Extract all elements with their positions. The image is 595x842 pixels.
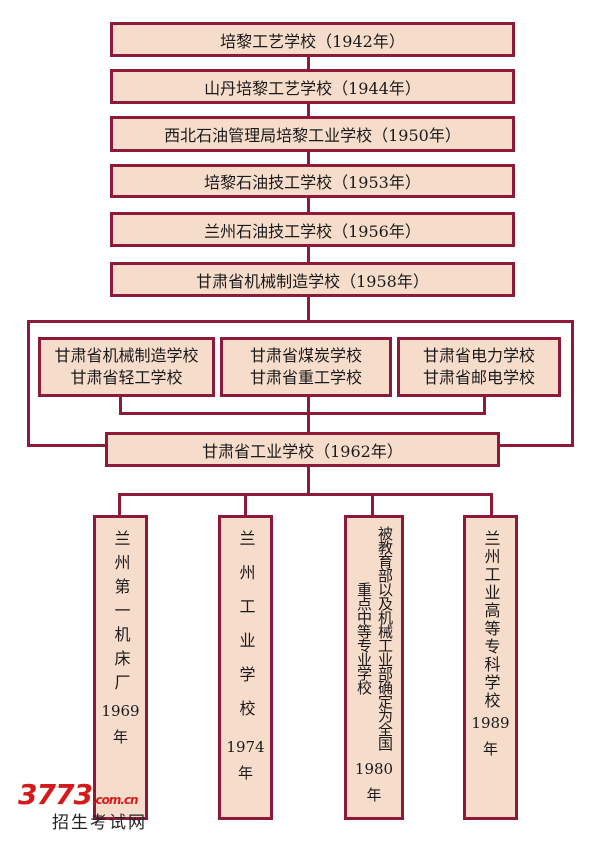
bracket-right [483,396,486,414]
branch-1969-year: 1969 [101,702,140,720]
watermark-subtitle: 招生考试网 [52,813,147,833]
connector [307,297,310,321]
bracket-bar [119,412,486,415]
branch-1969-unit: 年 [112,728,128,746]
watermark-logo: 3773.com.cn [18,778,139,811]
connector [307,152,310,164]
connector [307,57,310,69]
node-1956: 兰州石油技工学校（1956年） [110,212,515,247]
branch-1980-text: 被教育部以及机械工业部确定为全国重点中等专业学校 [355,526,394,750]
branch-1989-unit: 年 [482,740,498,758]
split-node-2-line-1: 甘肃省煤炭学校 [249,346,362,365]
node-1950: 西北石油管理局培黎工业学校（1950年） [110,116,515,152]
branch-stem [307,467,310,495]
connector [307,198,310,212]
split-node-3-line-2: 甘肃省邮电学校 [422,368,535,387]
split-node-1: 甘肃省机械制造学校 甘肃省轻工学校 [38,337,215,397]
branch-1974: 兰州工业学校 1974 年 [218,515,273,820]
branch-1980-year: 1980 [354,760,394,778]
split-node-3: 甘肃省电力学校 甘肃省邮电学校 [397,337,561,397]
node-1958: 甘肃省机械制造学校（1958年） [110,262,515,297]
node-1942: 培黎工艺学校（1942年） [110,22,515,57]
frame-bottom-right [497,444,574,447]
split-node-1-line-1: 甘肃省机械制造学校 [54,346,199,365]
frame-left [27,320,30,447]
split-node-2-line-2: 甘肃省重工学校 [249,368,362,387]
node-1953: 培黎石油技工学校（1953年） [110,164,515,198]
frame-top [27,320,574,323]
branch-drop [244,493,247,516]
branch-1989-year: 1989 [471,714,510,732]
connector [307,104,310,116]
watermark-logo-number: 3773 [18,778,93,811]
branch-1980: 被教育部以及机械工业部确定为全国重点中等专业学校 1980 年 [344,515,404,820]
branch-drop [490,493,493,516]
split-node-2: 甘肃省煤炭学校 甘肃省重工学校 [220,337,392,397]
branch-drop [371,493,374,516]
branch-1974-year: 1974 [226,738,265,756]
node-1962: 甘肃省工业学校（1962年） [105,432,500,467]
branch-1974-text: 兰州工业学校 [236,530,256,734]
split-node-3-line-1: 甘肃省电力学校 [422,346,535,365]
branch-bar [118,493,493,496]
split-node-1-line-2: 甘肃省轻工学校 [70,368,183,387]
branch-1974-unit: 年 [237,764,253,782]
branch-1989-text: 兰州工业高等专科学校 [481,530,501,710]
watermark-logo-domain: .com.cn [91,793,139,807]
branch-1989: 兰州工业高等专科学校 1989 年 [463,515,518,820]
branch-1969-text: 兰州第一机床厂 [111,530,131,698]
branch-drop [118,493,121,516]
frame-bottom-left [27,444,107,447]
frame-right [571,320,574,447]
node-1944: 山丹培黎工艺学校（1944年） [110,69,515,104]
bracket-left [119,396,122,414]
branch-1969: 兰州第一机床厂 1969 年 [93,515,148,820]
branch-1980-unit: 年 [366,786,382,804]
connector [307,247,310,262]
